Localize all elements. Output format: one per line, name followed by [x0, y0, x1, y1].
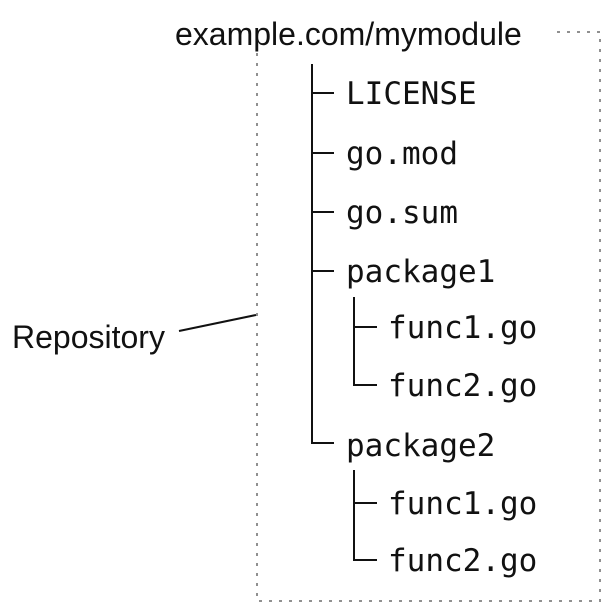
tree-item-package1-func2: func2.go [388, 368, 537, 404]
tree-trunk-line [311, 64, 334, 444]
tree-item-package1-func1: func1.go [388, 310, 537, 346]
module-title: example.com/mymodule [175, 16, 522, 52]
repository-label: Repository [12, 319, 165, 355]
package2-subtrunk-line [353, 470, 377, 561]
package1-subtrunk-line [353, 297, 377, 386]
tree-item-package2: package2 [346, 428, 495, 464]
tree-item-gomod: go.mod [346, 136, 458, 172]
tree-item-package2-func1: func1.go [388, 486, 537, 522]
tree-item-license: LICENSE [346, 76, 477, 112]
title-background-mask [160, 10, 552, 52]
tree-item-gosum: go.sum [346, 195, 458, 231]
tree-item-package2-func2: func2.go [388, 543, 537, 579]
repository-callout-line [178, 314, 257, 332]
tree-item-package1: package1 [346, 254, 495, 290]
